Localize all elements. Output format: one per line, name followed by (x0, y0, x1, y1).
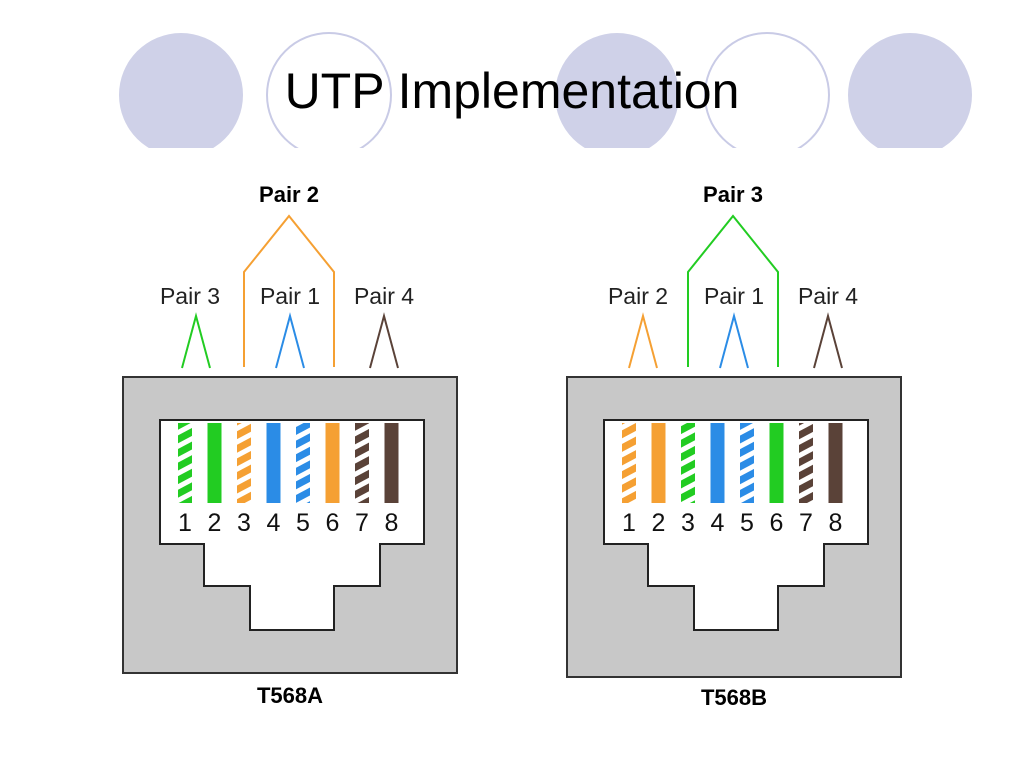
side-pair-chevron (719, 312, 749, 369)
pin-number: 3 (237, 509, 251, 537)
side-pair-label: Pair 1 (704, 283, 764, 309)
slide-title: UTP Implementation (284, 63, 740, 119)
wire-pin-2 (207, 423, 222, 503)
side-pair-chevron (369, 312, 399, 369)
pin-number: 7 (799, 509, 813, 537)
side-pair-label: Pair 2 (608, 283, 668, 309)
pin-number: 1 (178, 509, 192, 537)
pin-number: 1 (622, 509, 636, 537)
wire-pin-4 (710, 423, 725, 503)
top-pair-bracket (687, 214, 779, 367)
side-pair-label: Pair 4 (798, 283, 858, 309)
wire-pin-8 (828, 423, 843, 503)
wire-pin-6 (769, 423, 784, 503)
decorative-circles (119, 32, 972, 148)
standard-label: T568B (701, 685, 767, 710)
side-pair-chevron (813, 312, 843, 369)
pin-number: 3 (681, 509, 695, 537)
pin-number: 8 (385, 509, 399, 537)
decor-circle-outline (704, 32, 830, 148)
top-pair-bracket (243, 214, 335, 367)
wire-pin-8 (384, 423, 399, 503)
pin-number: 7 (355, 509, 369, 537)
decor-circle-filled (555, 33, 679, 148)
pin-number: 4 (267, 509, 281, 537)
wire-pin-1 (622, 423, 636, 503)
side-pair-label: Pair 3 (160, 283, 220, 309)
wire-pin-7 (355, 423, 369, 503)
wire-pin-2 (651, 423, 666, 503)
decor-circle-filled (848, 33, 972, 148)
pin-number: 5 (296, 509, 310, 537)
pin-number: 6 (770, 509, 784, 537)
side-pair-chevron (181, 312, 211, 369)
side-pair-label: Pair 4 (354, 283, 414, 309)
side-pair-chevron (275, 312, 305, 369)
top-pair-label: Pair 2 (259, 182, 319, 207)
wire-pin-3 (237, 423, 251, 503)
wire-pin-5 (740, 423, 754, 503)
pin-number: 2 (208, 509, 222, 537)
side-pair-label: Pair 1 (260, 283, 320, 309)
side-pair-chevron (628, 312, 658, 369)
top-pair-label: Pair 3 (703, 182, 763, 207)
wire-pin-7 (799, 423, 813, 503)
pin-number: 2 (652, 509, 666, 537)
wire-pin-1 (178, 423, 192, 503)
decor-circle-filled (119, 33, 243, 148)
wire-pin-6 (325, 423, 340, 503)
standard-label: T568A (257, 683, 323, 708)
wire-pin-3 (681, 423, 695, 503)
pin-number: 8 (829, 509, 843, 537)
pin-number: 4 (711, 509, 725, 537)
wire-pin-4 (266, 423, 281, 503)
pin-number: 6 (326, 509, 340, 537)
pin-number: 5 (740, 509, 754, 537)
decor-circle-outline (266, 32, 392, 148)
wire-pin-5 (296, 423, 310, 503)
